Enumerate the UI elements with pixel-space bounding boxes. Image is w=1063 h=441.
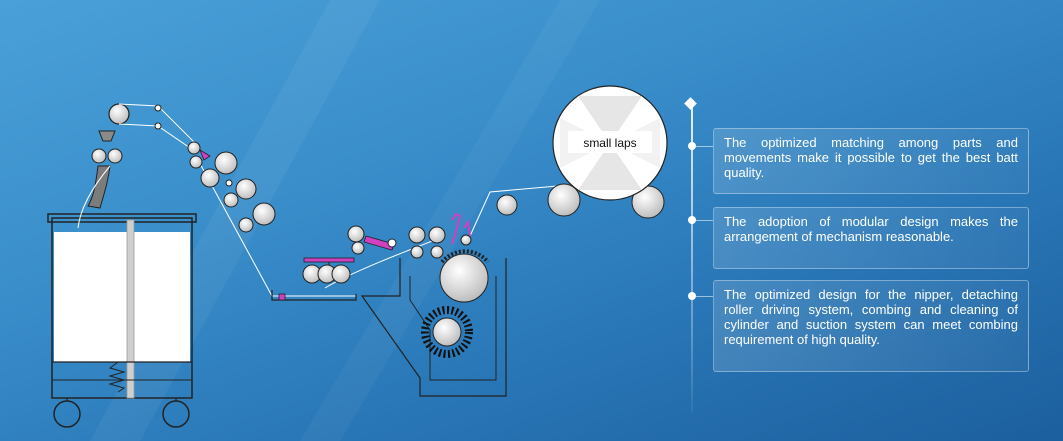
top-comb xyxy=(439,249,490,303)
feature-card: The optimized design for the nipper, det… xyxy=(713,280,1029,372)
machine-diagram: small laps xyxy=(47,0,668,441)
feature-text: The optimized matching among parts and m… xyxy=(724,135,1018,180)
feature-text: The optimized design for the nipper, det… xyxy=(724,287,1018,347)
small-lap: small laps xyxy=(552,85,668,201)
sliver-can xyxy=(47,213,197,428)
coiler-head xyxy=(87,103,130,209)
timeline-dot xyxy=(688,216,696,224)
timeline-diamond-icon xyxy=(684,97,697,110)
small-laps-label: small laps xyxy=(583,136,636,150)
feature-card: The optimized matching among parts and m… xyxy=(713,128,1029,194)
drafting-rollers xyxy=(187,141,276,233)
light-streak xyxy=(300,0,600,441)
connector-line xyxy=(696,146,713,147)
sliver-table xyxy=(271,290,357,301)
combing-housing xyxy=(360,249,507,397)
guide-rollers xyxy=(154,104,162,130)
lap-rollers xyxy=(496,183,665,219)
feature-card: The adoption of modular design makes the… xyxy=(713,207,1029,269)
detaching-rollers xyxy=(302,212,472,284)
connector-line xyxy=(696,296,713,297)
feature-text: The adoption of modular design makes the… xyxy=(724,214,1018,244)
timeline-dot xyxy=(688,142,696,150)
brush-cylinder xyxy=(421,306,473,358)
timeline-dot xyxy=(688,292,696,300)
timeline-line xyxy=(691,103,693,413)
connector-line xyxy=(696,220,713,221)
